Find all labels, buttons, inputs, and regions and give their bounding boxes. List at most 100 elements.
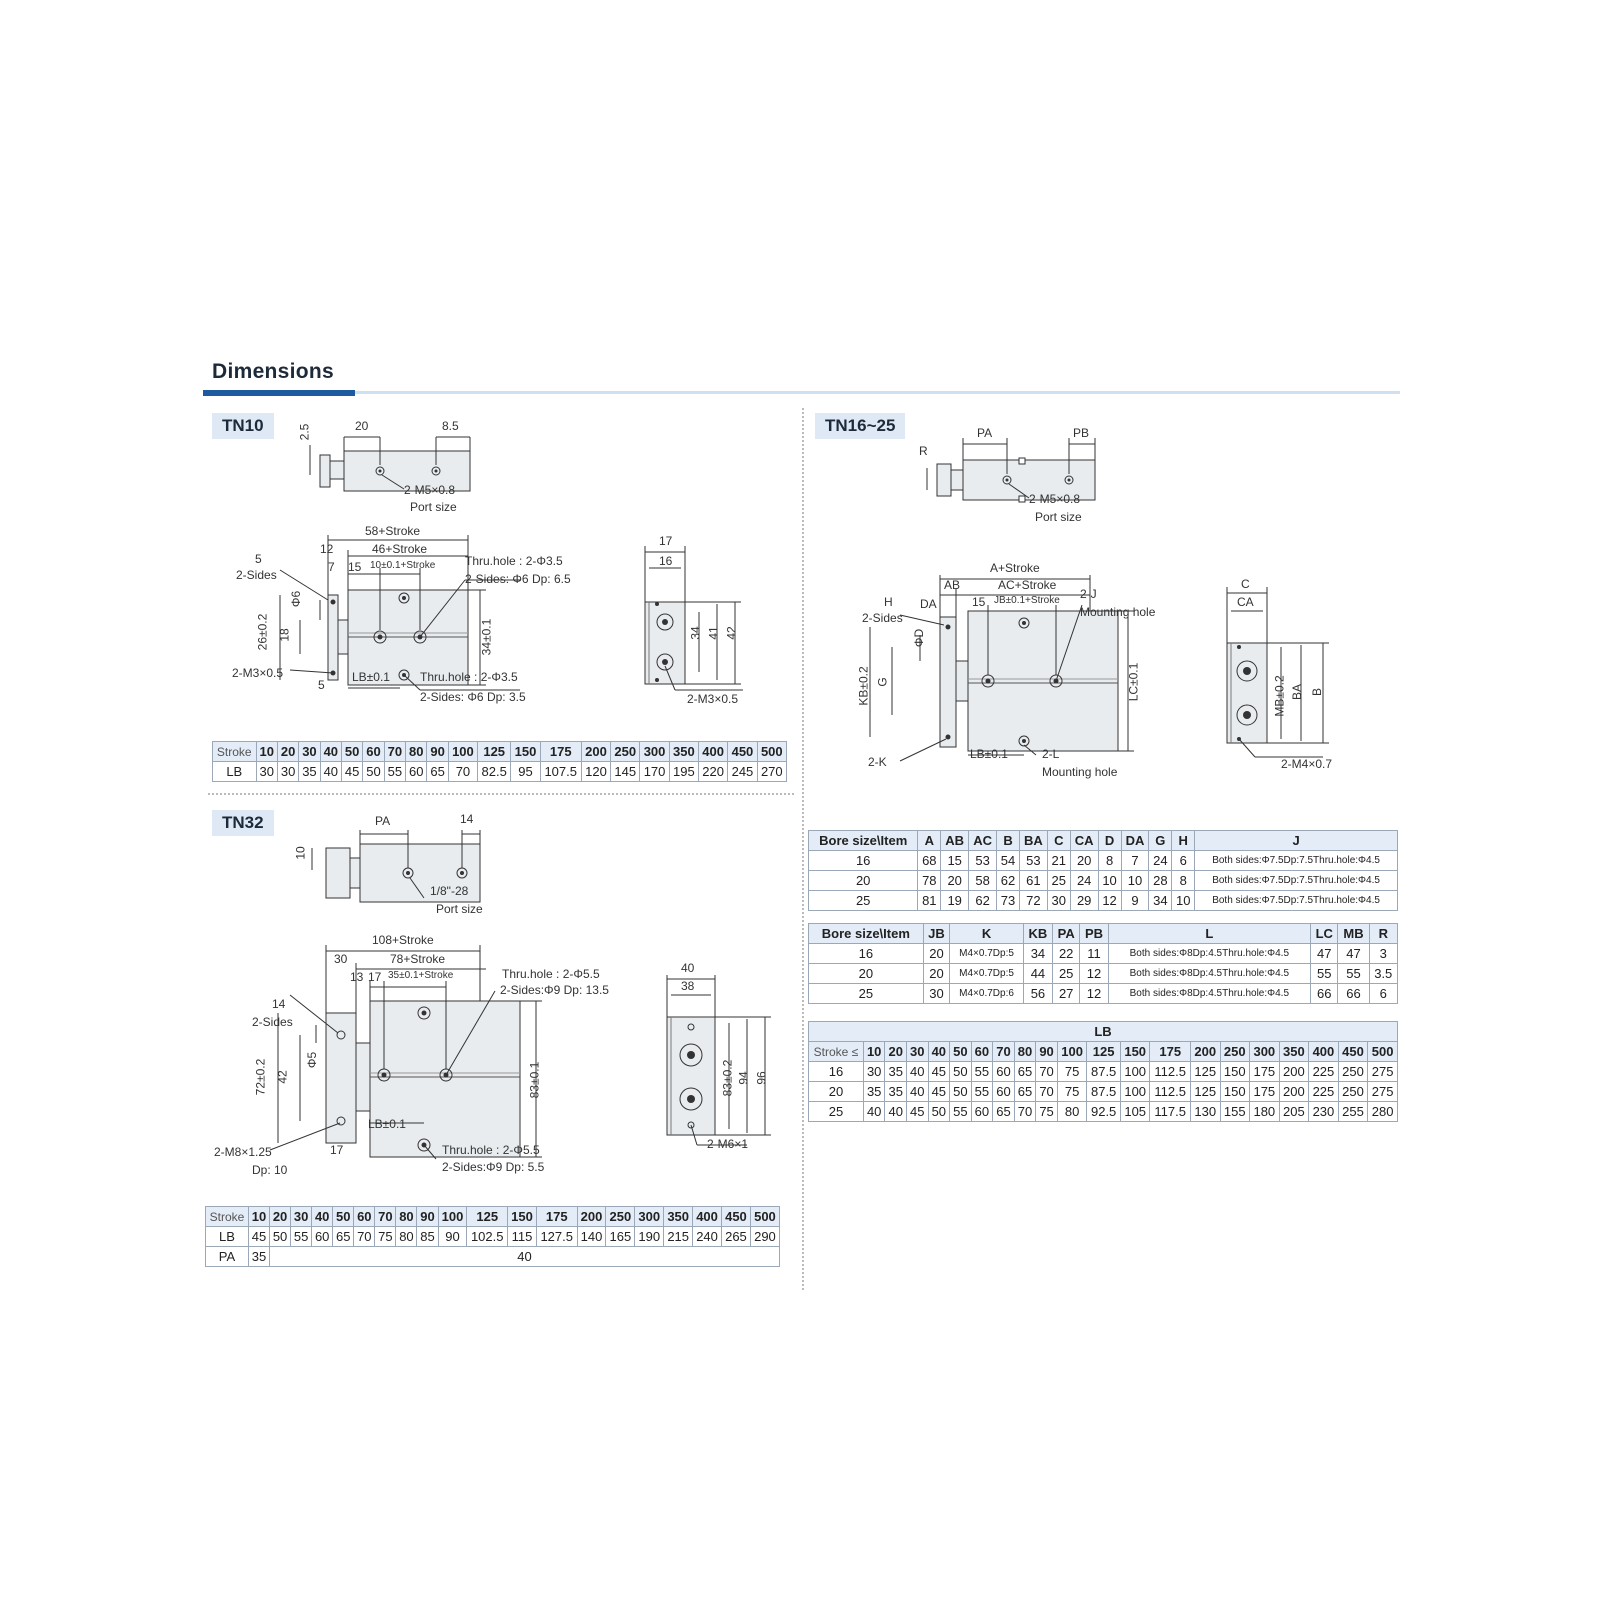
table-cell: 40	[906, 1061, 929, 1082]
tn10-dim-26: 26±0.2	[255, 613, 270, 651]
table-cell: 45	[927, 1061, 951, 1082]
table-header-cell: PA	[1052, 923, 1081, 944]
table-cell: 15	[940, 850, 970, 871]
table-cell: 50	[269, 1226, 292, 1247]
table-cell: 75	[1056, 1061, 1088, 1082]
table-cell: 125	[477, 741, 512, 762]
table-cell: 40	[906, 1081, 929, 1102]
tn32-thru2: Thru.hole : 2-Φ5.5	[442, 1143, 540, 1157]
table-header-cell: C	[1046, 830, 1071, 851]
table-cell: 40	[862, 1101, 886, 1122]
table-cell: 30	[922, 983, 951, 1004]
table-cell: 40	[269, 1246, 780, 1267]
tn16-side-mb: MB±0.2	[1272, 675, 1287, 717]
table-cell: 60	[405, 761, 428, 782]
table-cell: 55	[290, 1226, 313, 1247]
table-cell: 35	[862, 1081, 886, 1102]
table-cell: 80	[405, 741, 428, 762]
table-cell: 150	[507, 1206, 537, 1227]
tn16-dim-ac: AC+Stroke	[998, 578, 1057, 592]
table-cell: 10	[1171, 890, 1196, 911]
table-cell: 280	[1367, 1101, 1398, 1122]
tn16-dim-jb: JB±0.1+Stroke	[994, 595, 1060, 606]
table-header-cell: Stroke ≤	[808, 1041, 864, 1062]
table-cell: 45	[927, 1081, 951, 1102]
table-cell: 150	[1219, 1061, 1251, 1082]
table-cell: 20	[807, 870, 919, 891]
table-cell: 200	[580, 741, 612, 762]
tn16-dim-j: 2-J	[1080, 587, 1097, 601]
tn10-port-thread: 2-M5×0.8	[404, 483, 456, 497]
tn32-dim-14: 14	[272, 997, 286, 1011]
table-header-cell: 70	[992, 1041, 1015, 1062]
table-cell: 35	[298, 761, 321, 782]
table-cell: 60	[970, 1101, 994, 1122]
tn16-side-ba: BA	[1290, 683, 1305, 701]
table-cell: 62	[996, 870, 1020, 891]
table-cell: 225	[1308, 1061, 1339, 1082]
table-cell: 47	[1309, 943, 1339, 964]
table-cell: 75	[1035, 1101, 1058, 1122]
table-cell: 35	[884, 1081, 907, 1102]
tn10-dim-10: 10±0.1+Stroke	[370, 560, 436, 571]
table-cell: 102.5	[466, 1226, 509, 1247]
table-cell: 400	[692, 1206, 722, 1227]
tn10-top-view: 2.5 20 8.5 2-M5×0.8 Port size	[297, 419, 500, 525]
tn10-dim-phi6: Φ6	[289, 590, 304, 608]
table-cell: 55	[1309, 963, 1339, 984]
table-cell: 27	[1052, 983, 1081, 1004]
tn16-dim-15: 15	[972, 595, 986, 609]
table-header-cell: 150	[1119, 1041, 1151, 1062]
table-cell: 10	[1120, 870, 1150, 891]
table-cell: 250	[1337, 1061, 1369, 1082]
tn32-side-40: 40	[681, 961, 695, 975]
table-cell: 450	[727, 741, 758, 762]
table-cell: 130	[1189, 1101, 1221, 1122]
table-cell: 40	[319, 761, 342, 782]
tn32-dim-35: 35±0.1+Stroke	[388, 970, 454, 981]
table-cell: 70	[374, 1206, 397, 1227]
table-cell: 53	[968, 850, 998, 871]
table-cell: 195	[668, 761, 700, 782]
tn10-dim-18: 18	[277, 628, 292, 642]
table-cell: 290	[749, 1226, 781, 1247]
tn32-dim-42: 42	[275, 1070, 290, 1084]
table-header-cell: Bore size\Item	[807, 830, 919, 851]
table-cell: 175	[1249, 1061, 1280, 1082]
tn10-side-17: 17	[659, 534, 673, 548]
table-cell: 120	[580, 761, 612, 782]
table-header-cell: AC	[968, 830, 998, 851]
tn16-dim-jdesc: Mounting hole	[1080, 605, 1156, 619]
table-cell: 115	[507, 1226, 537, 1247]
table-header-cell: B	[996, 830, 1020, 851]
table-cell: 350	[663, 1206, 694, 1227]
tn10-sides1: 2-Sides: Φ6 Dp: 6.5	[465, 572, 571, 586]
table-cell: 85	[416, 1226, 439, 1247]
table-cell: 22	[1052, 943, 1081, 964]
table-header-cell: Bore size\Item	[808, 923, 924, 944]
table-cell: Both sides:Φ8Dp:4.5Thru.hole:Φ4.5	[1107, 943, 1311, 964]
table-cell: 200	[1278, 1061, 1310, 1082]
tn16-label: TN16~25	[815, 413, 906, 439]
table-cell: 100	[1119, 1081, 1151, 1102]
table-cell: 60	[992, 1081, 1015, 1102]
table-cell: 50	[927, 1101, 951, 1122]
tn16-dim-da: DA	[920, 597, 937, 611]
tn16-side-b: B	[1310, 687, 1325, 697]
tn10-dim-2-5: 2.5	[297, 423, 312, 441]
table-cell: 117.5	[1149, 1101, 1191, 1122]
table-cell: 30	[1046, 890, 1071, 911]
tn10-port-size: Port size	[410, 500, 457, 514]
tn10-side-42: 42	[724, 626, 739, 640]
table-cell: 125	[466, 1206, 509, 1227]
table-header-cell: PB	[1079, 923, 1109, 944]
table-cell: 20	[808, 963, 924, 984]
table-cell: 30	[862, 1061, 886, 1082]
tn32-side-view: 40 38 83±0.2 94 96 2-M6×1	[655, 961, 795, 1160]
table-cell: 65	[1013, 1081, 1037, 1102]
tn16-port-thread: 2-M5×0.8	[1029, 492, 1081, 506]
table-cell: 44	[1022, 963, 1054, 984]
table-cell: 60	[311, 1226, 334, 1247]
